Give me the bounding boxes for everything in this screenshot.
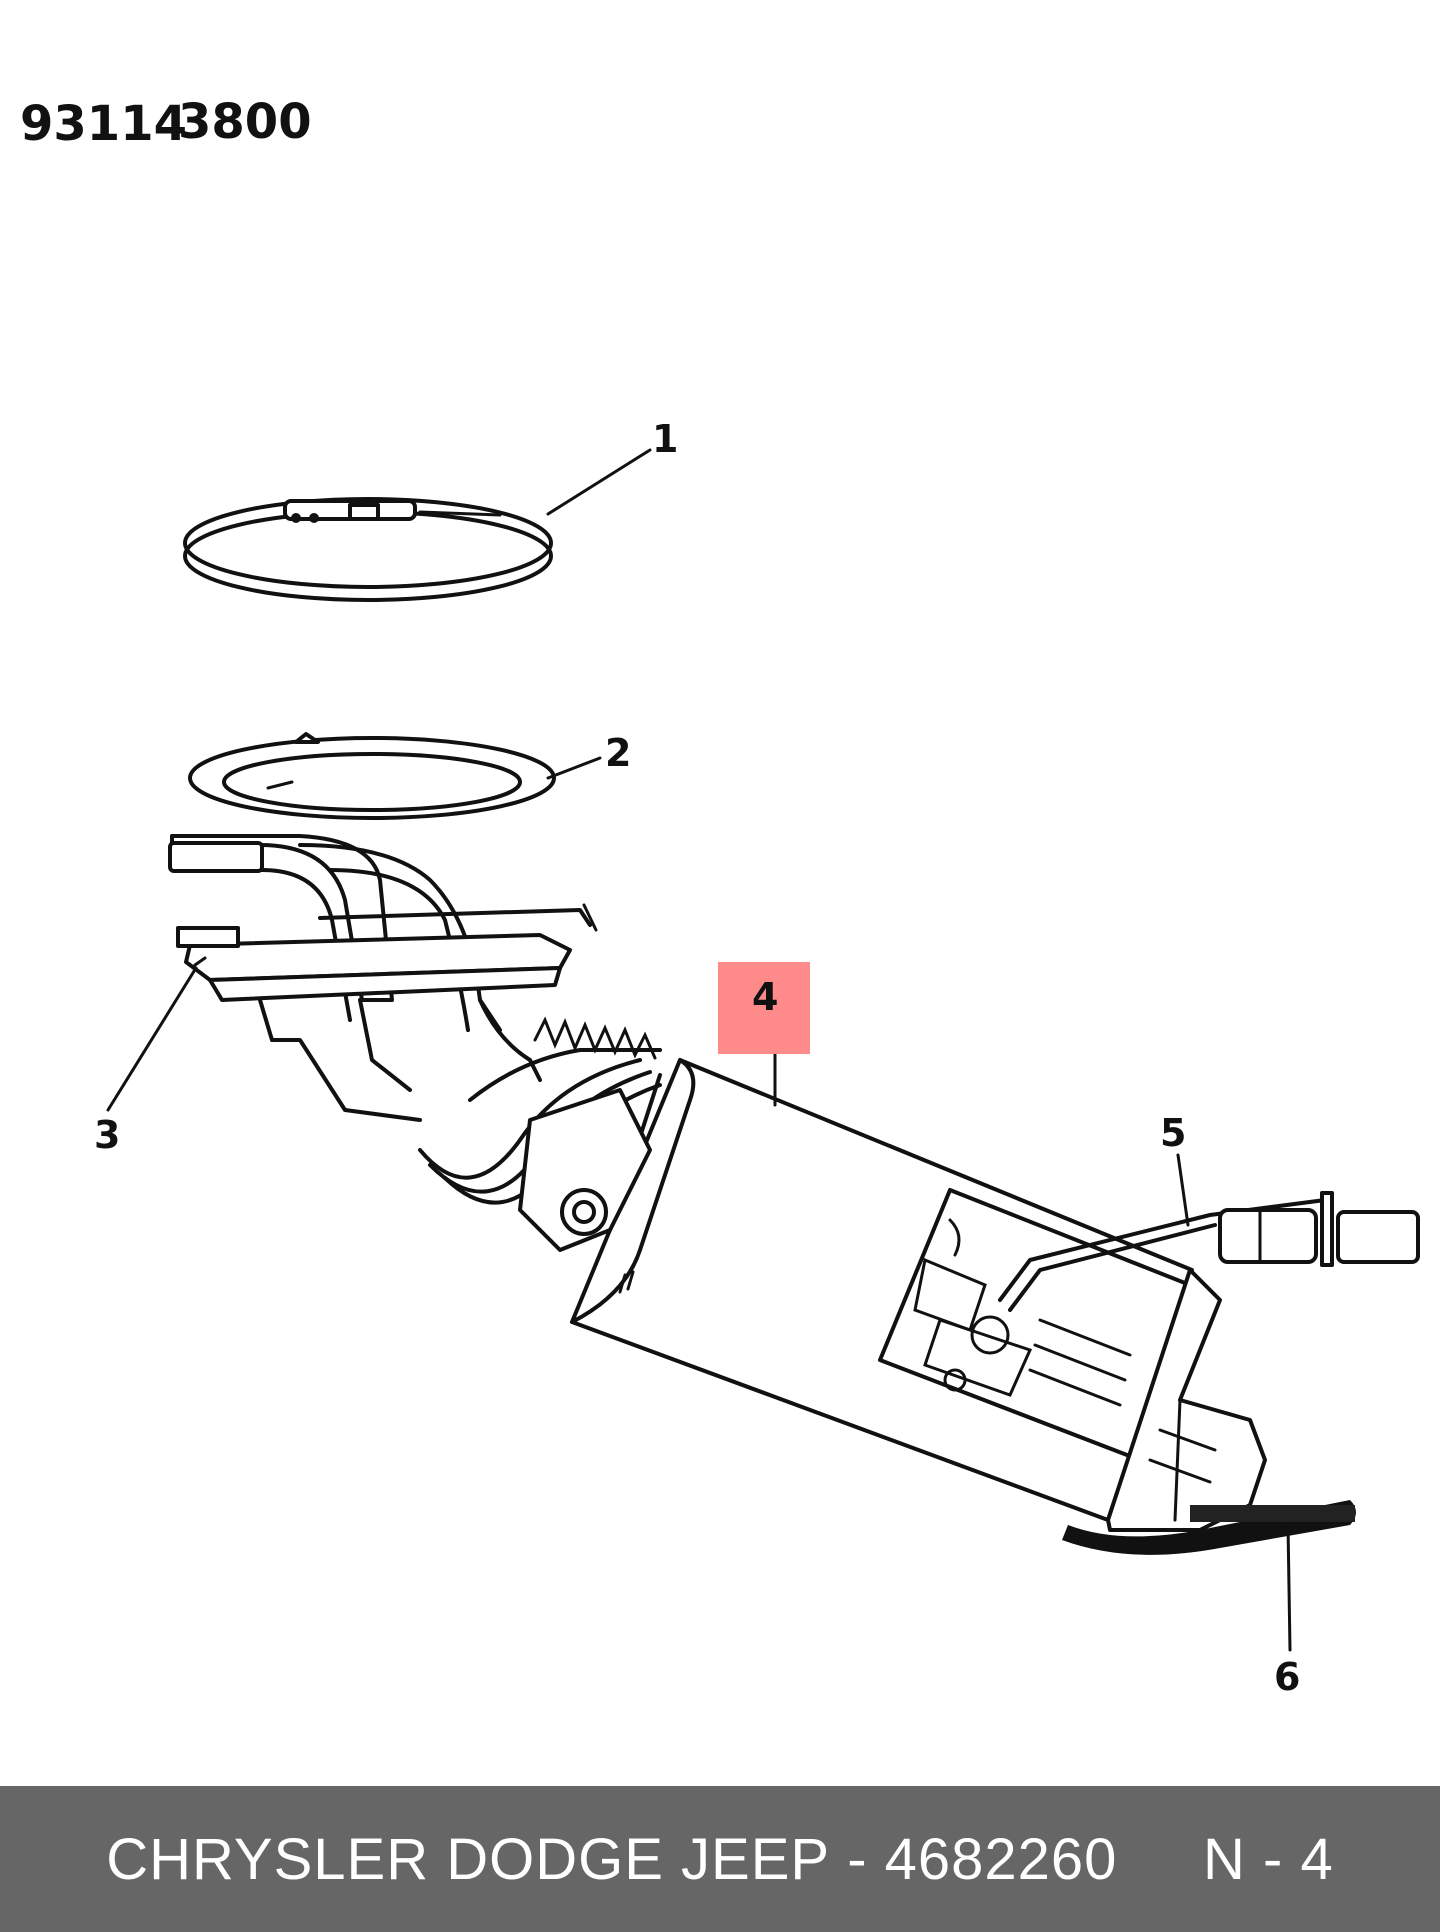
exploded-parts-diagram: 93114 3800 1 2: [20, 94, 1420, 1699]
leader-line-5: [1176, 1153, 1190, 1227]
part-1-lock-ring: [183, 497, 553, 602]
part-2-gasket: [188, 732, 556, 820]
footer-separator-dash: -: [847, 1826, 868, 1892]
part-5-level-sensor: [998, 1191, 1420, 1312]
callout-5: 5: [1160, 1111, 1186, 1155]
diagram-code-a: 93114: [20, 96, 187, 152]
part-6-strainer: [1062, 1500, 1356, 1555]
callout-4: 4: [752, 975, 778, 1019]
footer-part-number: 4682260: [884, 1826, 1118, 1892]
leader-line-6: [1286, 1523, 1292, 1652]
footer-bar: CHRYSLER DODGE JEEP - 4682260 N - 4: [0, 1786, 1440, 1932]
footer-brand: CHRYSLER DODGE JEEP: [106, 1826, 831, 1892]
footer-position: N - 4: [1203, 1826, 1334, 1892]
leader-line-1: [546, 448, 652, 516]
callout-1: 1: [652, 417, 678, 461]
callout-6: 6: [1274, 1655, 1300, 1699]
callout-2: 2: [605, 731, 631, 775]
footer-gap: [1117, 1826, 1203, 1893]
diagram-code-b: 3800: [178, 94, 312, 150]
callout-3: 3: [94, 1113, 120, 1157]
footer-separator: -: [830, 1826, 885, 1893]
callout-4-highlight: [718, 962, 810, 1054]
leader-line-3: [106, 966, 198, 1112]
part-4-fuel-pump-module: [518, 1058, 1267, 1532]
leader-line-2: [546, 756, 602, 780]
